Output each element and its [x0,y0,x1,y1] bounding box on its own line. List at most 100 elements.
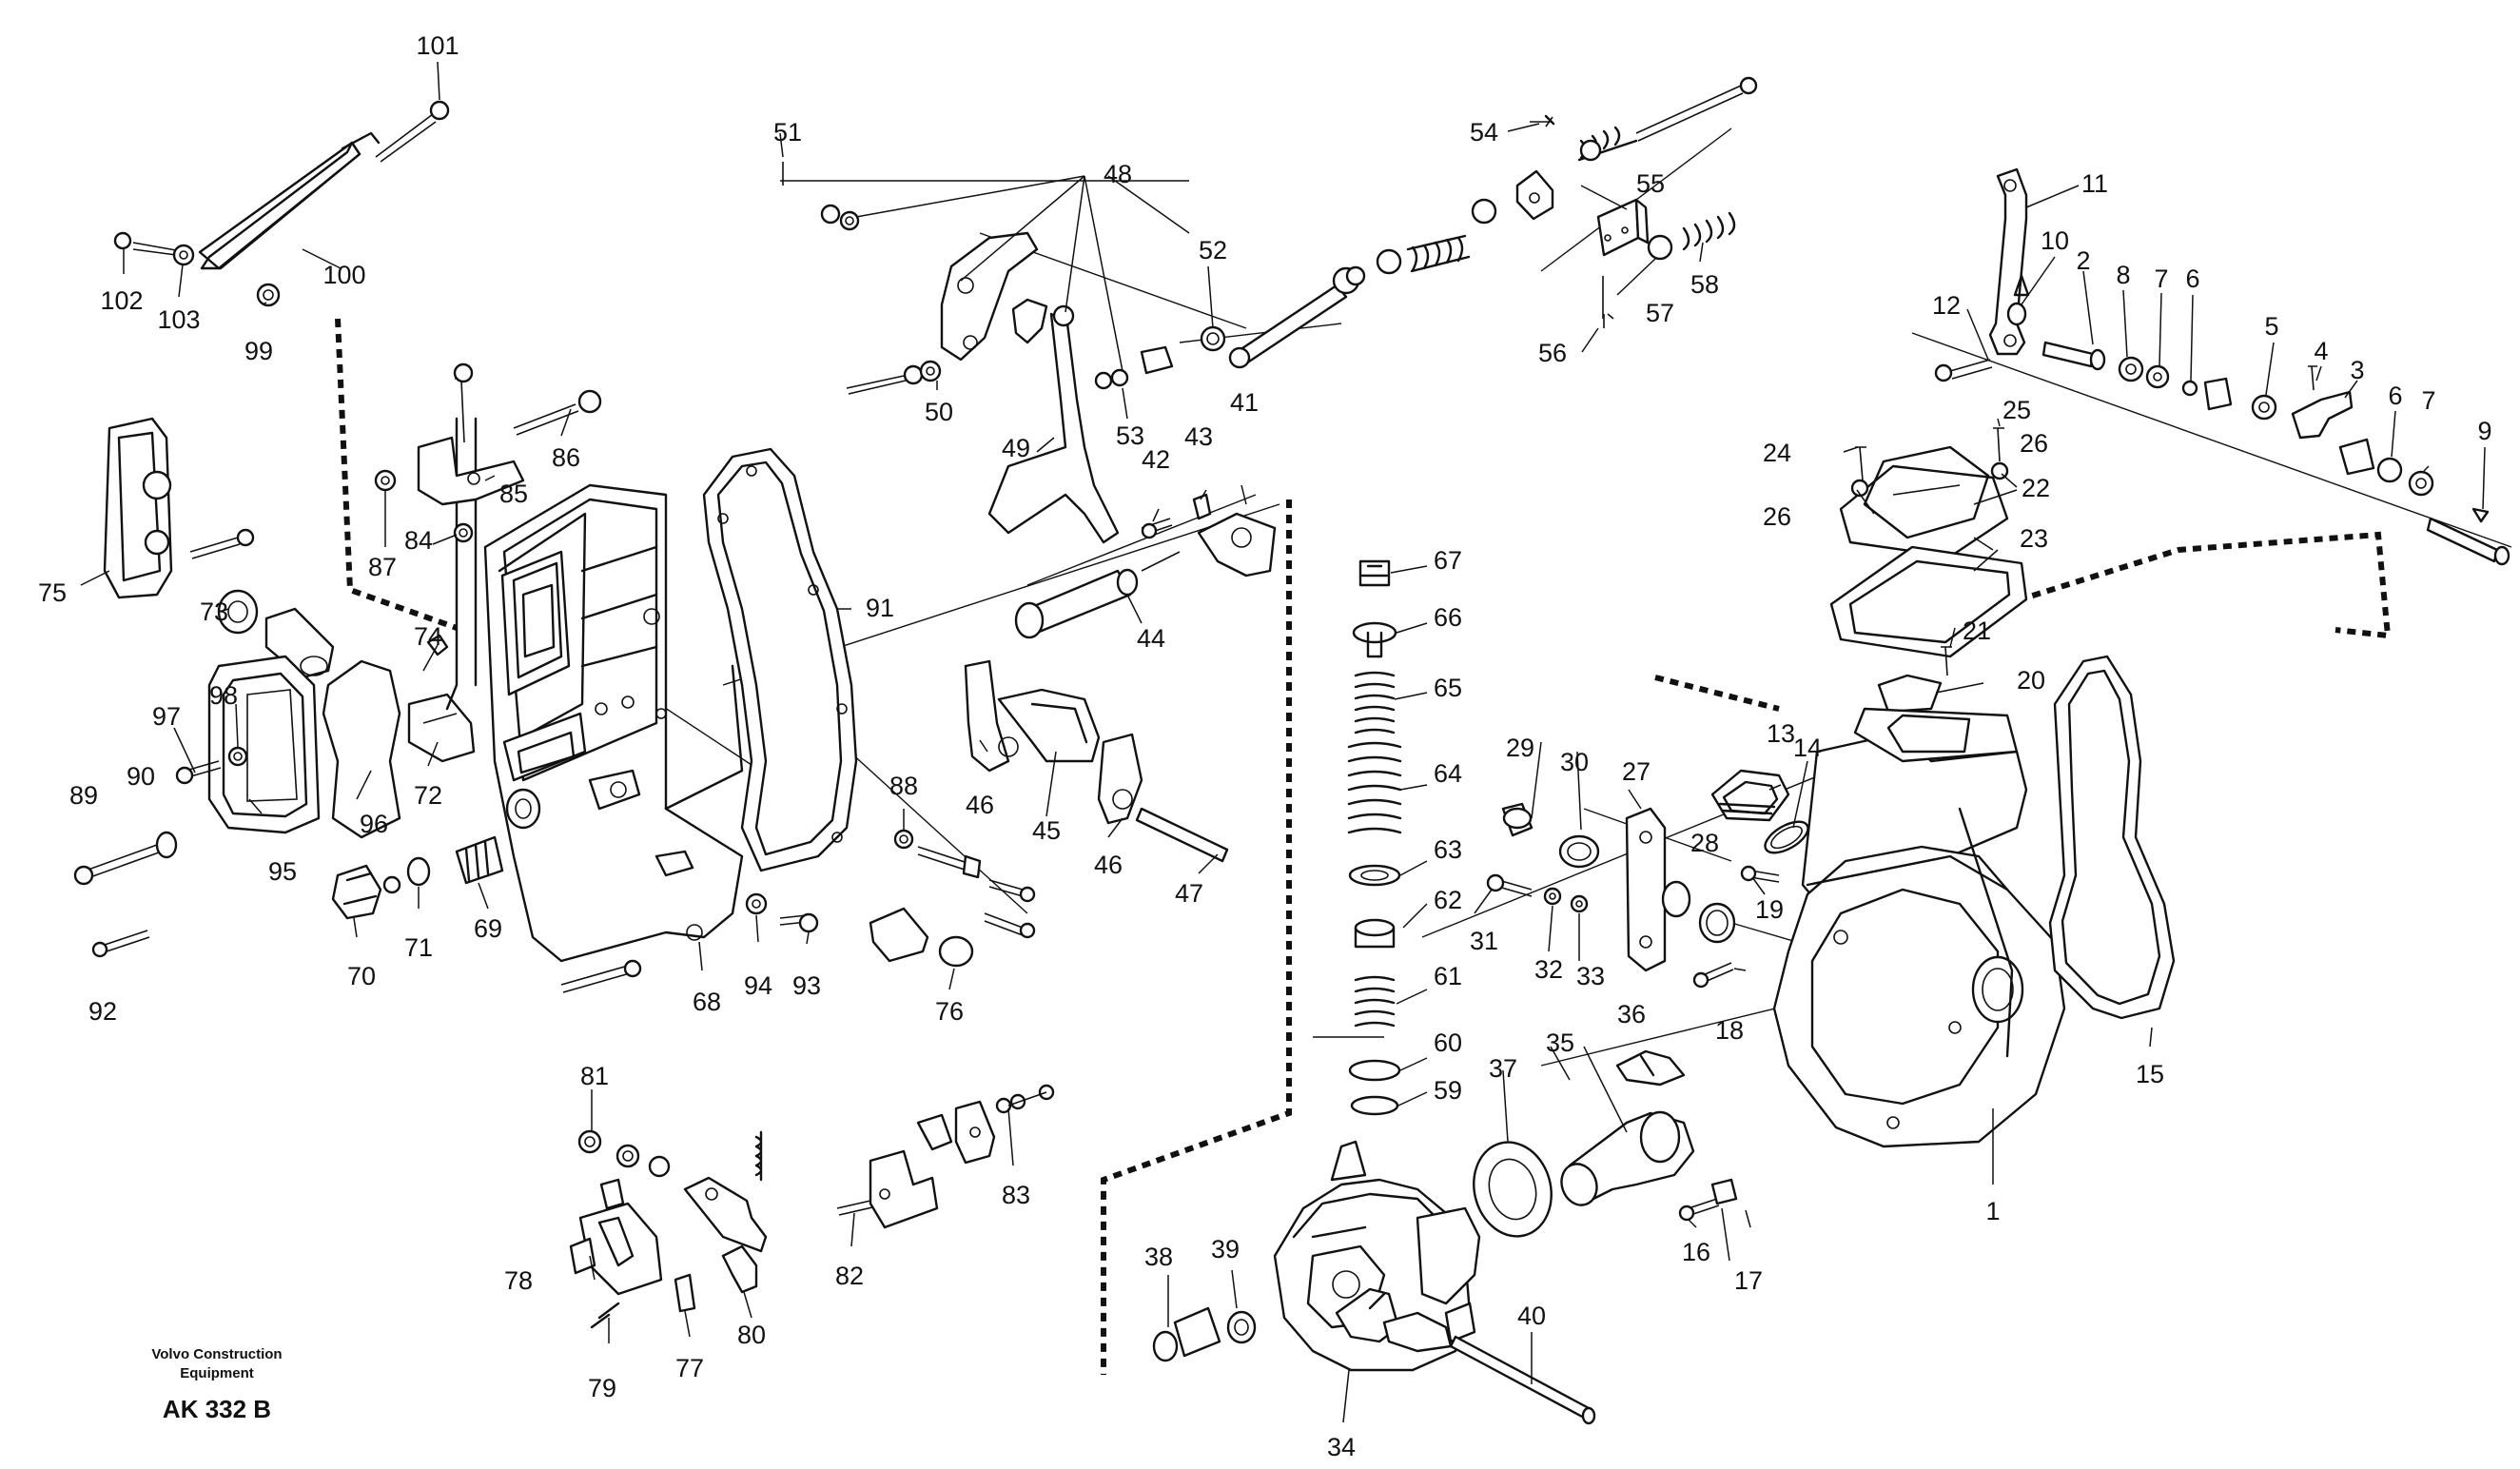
callout-78: 78 [504,1266,533,1295]
callout-29: 29 [1506,734,1534,762]
upper-linkage [780,162,1189,544]
callout-11: 11 [2081,169,2108,198]
callout-81: 81 [580,1062,609,1090]
callout-69: 69 [474,914,502,943]
cover-22 [1829,427,2028,714]
callout-90: 90 [127,762,155,791]
callout-95: 95 [268,857,297,886]
callout-98: 98 [209,681,238,710]
callout-5: 5 [2264,312,2278,341]
callout-38: 38 [1144,1243,1173,1271]
callout-82: 82 [835,1262,864,1290]
part-drawings [73,76,2510,1425]
callout-2: 2 [2076,246,2090,275]
fittings-13-14-19 [1710,769,1809,883]
callout-66: 66 [1434,603,1462,632]
callout-37: 37 [1489,1054,1517,1083]
leader-lines [80,61,2486,1423]
governor-rod-assembly [1200,76,1758,369]
callout-40: 40 [1517,1302,1546,1330]
callout-72: 72 [414,781,442,810]
parts-27-33 [1486,802,1738,1222]
callout-20: 20 [2017,666,2045,695]
callout-100: 100 [322,261,365,289]
callout-87: 87 [368,553,397,581]
valve-stack [1347,559,1402,1116]
callout-61: 61 [1434,962,1462,990]
callout-9: 9 [2477,417,2491,445]
callout-36: 36 [1617,1000,1646,1028]
callout-46a: 46 [966,791,994,819]
callout-58: 58 [1690,270,1719,299]
callout-23: 23 [2020,524,2048,553]
callout-16: 16 [1682,1238,1710,1266]
callout-56: 56 [1538,339,1567,367]
callout-19: 19 [1755,895,1784,924]
callout-48: 48 [1104,160,1132,188]
bracket-100 [113,100,450,307]
company-name-line2: Equipment [180,1365,254,1381]
callout-89: 89 [69,781,98,810]
callout-32: 32 [1534,955,1563,984]
shaft-44-and-bracket-45 [964,493,1277,863]
callout-15: 15 [2136,1060,2164,1088]
callout-86: 86 [552,443,580,472]
drawing-code: AK 332 B [163,1395,271,1423]
callout-102: 102 [100,286,143,315]
callout-84: 84 [404,526,433,555]
callout-labels: 1 2 3 4 5 6 6 7 7 8 9 10 11 12 13 14 15 … [38,31,2492,1461]
callout-68: 68 [693,988,721,1016]
callout-71: 71 [404,933,433,962]
callout-64: 64 [1434,759,1462,788]
callout-54: 54 [1470,118,1498,147]
callout-22: 22 [2022,474,2050,502]
callout-25: 25 [2002,396,2031,424]
title-block: Volvo Construction Equipment AK 332 B [151,1346,282,1423]
callout-70: 70 [347,962,376,990]
callout-51: 51 [773,118,802,147]
callout-26b: 26 [1763,502,1791,531]
callout-17: 17 [1734,1266,1763,1295]
callout-57: 57 [1646,299,1674,327]
callout-42: 42 [1142,445,1170,474]
callout-21: 21 [1963,617,1991,645]
callout-74: 74 [414,622,442,651]
feed-pump-34 [1152,1049,1695,1425]
callout-97: 97 [152,702,181,731]
callout-55: 55 [1636,169,1665,198]
callout-77: 77 [675,1354,704,1382]
callout-65: 65 [1434,674,1462,702]
callout-60: 60 [1434,1028,1462,1057]
callout-45: 45 [1032,816,1061,845]
callout-28: 28 [1690,829,1719,857]
callout-7b: 7 [2421,386,2435,415]
callout-47: 47 [1175,879,1203,908]
callout-18: 18 [1715,1016,1744,1045]
assembly-dash-lines [335,318,2392,1375]
callout-39: 39 [1211,1235,1240,1263]
callout-34: 34 [1327,1433,1356,1461]
callout-13: 13 [1767,719,1795,748]
callout-92: 92 [88,997,117,1026]
callout-4: 4 [2314,337,2328,365]
side-cover-parts [103,417,478,839]
plugs-69-71 [73,746,504,958]
callout-41: 41 [1230,388,1259,417]
callout-93: 93 [792,971,821,1000]
callout-8: 8 [2116,261,2130,289]
callout-27: 27 [1622,757,1651,786]
callout-7a: 7 [2154,264,2168,293]
callout-83: 83 [1002,1181,1030,1209]
housing-1 [1772,655,2176,1148]
callout-6b: 6 [2388,382,2402,410]
callout-85: 85 [499,480,528,508]
governor-housing-68 [483,447,858,963]
callout-6a: 6 [2185,264,2199,293]
callout-94: 94 [744,971,772,1000]
callout-91: 91 [866,594,894,622]
callout-35: 35 [1546,1028,1574,1057]
callout-26a: 26 [2020,429,2048,458]
callout-62: 62 [1434,886,1462,914]
callout-49: 49 [1002,434,1030,462]
